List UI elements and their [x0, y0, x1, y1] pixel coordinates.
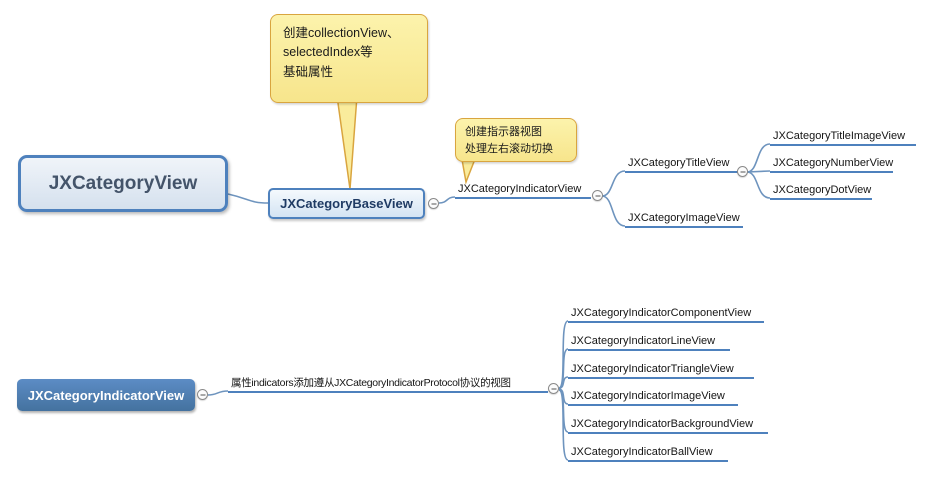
minus-icon	[595, 195, 600, 196]
callout-line: 基础属性	[283, 64, 334, 79]
topic-indicators-protocol-note[interactable]: 属性indicators添加遵从JXCategoryIndicatorProto…	[228, 376, 548, 393]
topic-jxcategoryindicatorview-root[interactable]: JXCategoryIndicatorView	[17, 379, 195, 411]
connector-line	[601, 195, 626, 227]
topic-indicator-triangleview[interactable]: JXCategoryIndicatorTriangleView	[568, 362, 754, 379]
connector-line	[746, 171, 771, 199]
connector-line	[746, 143, 771, 173]
topic-jxcategorytitleimageview[interactable]: JXCategoryTitleImageView	[770, 129, 916, 146]
collapse-button[interactable]	[737, 166, 748, 177]
connector-line	[558, 376, 569, 389]
topic-jxcategoryimageview[interactable]: JXCategoryImageView	[625, 211, 743, 228]
collapse-button[interactable]	[428, 198, 439, 209]
minus-icon	[551, 388, 556, 389]
minus-icon	[200, 394, 205, 395]
minus-icon	[740, 171, 745, 172]
topic-jxcategoryview-root[interactable]: JXCategoryView	[18, 155, 228, 212]
connector-line	[438, 196, 456, 204]
topic-indicator-lineview[interactable]: JXCategoryIndicatorLineView	[568, 334, 730, 351]
connector-line	[207, 390, 229, 396]
minus-icon	[431, 203, 436, 204]
connector-line	[558, 388, 569, 405]
topic-indicator-ballview[interactable]: JXCategoryIndicatorBallView	[568, 445, 728, 462]
topic-jxcategorydotview[interactable]: JXCategoryDotView	[770, 183, 872, 200]
topic-jxcategoryindicatorview[interactable]: JXCategoryIndicatorView	[455, 182, 591, 199]
topic-indicator-imageview[interactable]: JXCategoryIndicatorImageView	[568, 389, 738, 406]
collapse-button[interactable]	[197, 389, 208, 400]
callout-indicator-note[interactable]: 创建指示器视图 处理左右滚动切换	[455, 118, 577, 162]
collapse-button[interactable]	[592, 190, 603, 201]
callout-line: selectedIndex等	[283, 45, 373, 60]
connector-line	[227, 193, 269, 204]
topic-jxcategorybaseview[interactable]: JXCategoryBaseView	[268, 188, 425, 219]
callout-tail	[336, 95, 358, 190]
callout-base-note[interactable]: 创建collectionView、 selectedIndex等 基础属性	[270, 14, 428, 103]
collapse-button[interactable]	[548, 383, 559, 394]
topic-jxcategorytitleview[interactable]: JXCategoryTitleView	[625, 156, 738, 173]
callout-line: 创建collectionView、	[283, 26, 400, 40]
connector-line	[746, 170, 771, 173]
connector-line	[601, 170, 626, 197]
topic-jxcategorynumberview[interactable]: JXCategoryNumberView	[770, 156, 893, 173]
callout-line: 创建指示器视图	[465, 126, 542, 138]
topic-indicator-componentview[interactable]: JXCategoryIndicatorComponentView	[568, 306, 764, 323]
callout-line: 处理左右滚动切换	[465, 142, 553, 155]
connector-line	[558, 389, 569, 461]
topic-indicator-backgroundview[interactable]: JXCategoryIndicatorBackgroundView	[568, 417, 768, 434]
